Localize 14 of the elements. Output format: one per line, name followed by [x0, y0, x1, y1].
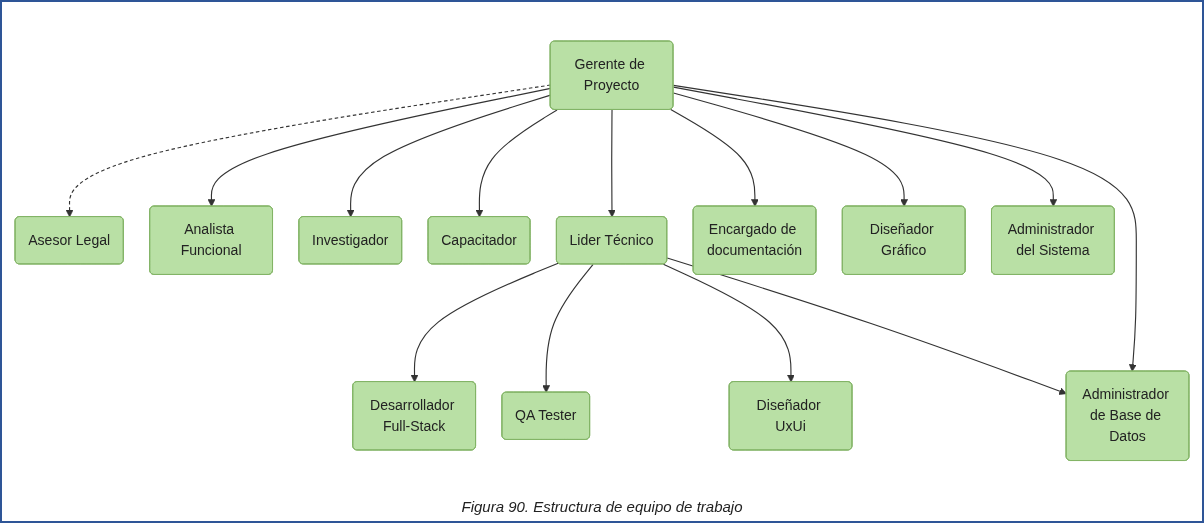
arrow [662, 264, 795, 383]
arrow [65, 84, 552, 218]
arrow [666, 257, 1067, 396]
arrow [608, 109, 616, 218]
arrow [542, 264, 594, 394]
arrow [346, 94, 552, 218]
arrow [475, 109, 558, 218]
arrow [672, 92, 908, 207]
arrow [207, 88, 552, 207]
figure-caption: Figura 90. Estructura de equipo de trabajo [461, 498, 743, 515]
arrow [672, 85, 1137, 372]
arrow [410, 262, 559, 383]
arrow [670, 109, 759, 207]
arrow [672, 86, 1058, 207]
